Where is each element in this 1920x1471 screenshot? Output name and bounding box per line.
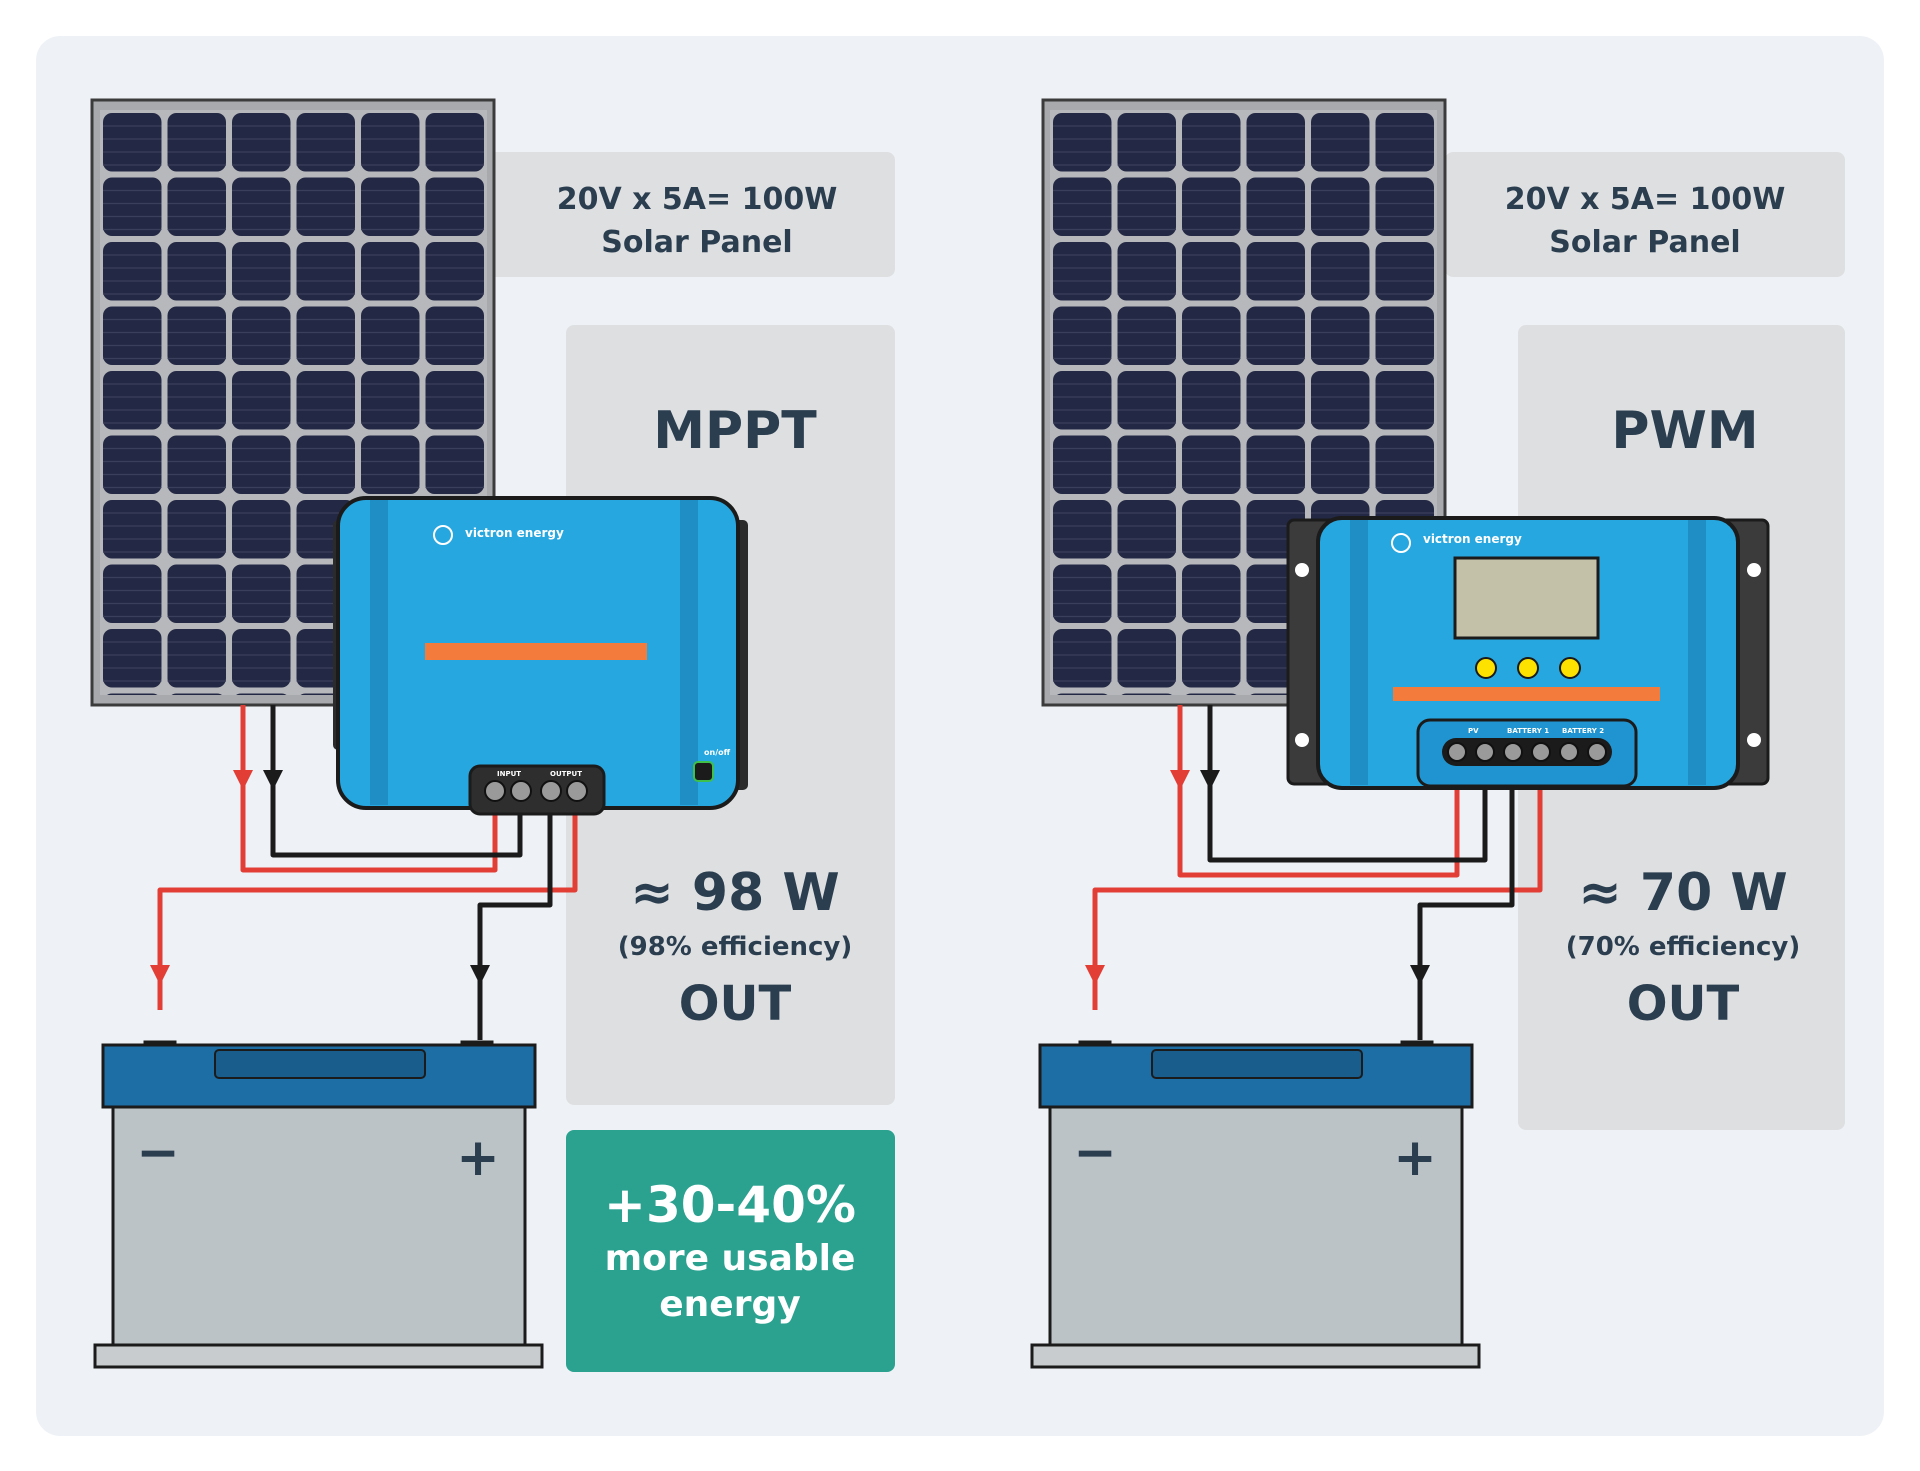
pwm-brand: victron energy <box>1423 532 1522 546</box>
right-arrow-pv-positive <box>1170 770 1190 790</box>
right-panel-label-box <box>1445 152 1845 277</box>
highlight-line3: energy <box>659 1284 800 1325</box>
left-arrow-pv-positive <box>233 770 253 790</box>
right-efficiency: (70% efficiency) <box>1566 932 1801 962</box>
left-efficiency: (98% efficiency) <box>618 932 853 962</box>
highlight-line1: +30-40% <box>604 1176 856 1234</box>
left-arrow-bat-positive <box>150 965 170 985</box>
mppt-brand: victron energy <box>465 526 564 540</box>
left-controller-title: MPPT <box>653 401 817 461</box>
right-battery-minus: − <box>1073 1123 1117 1183</box>
pwm-orange-stripe <box>1393 687 1660 701</box>
mppt-onoff-switch <box>693 761 714 782</box>
highlight-line2: more usable <box>605 1238 856 1279</box>
left-battery-plus: + <box>456 1128 500 1188</box>
right-controller-title: PWM <box>1611 401 1758 461</box>
pwm-logo-icon <box>1391 533 1411 553</box>
mppt-terminal-block <box>468 764 606 816</box>
right-out-label: OUT <box>1627 976 1740 1032</box>
right-panel-label-line2: Solar Panel <box>1549 225 1740 260</box>
pwm-led-1 <box>1475 657 1497 679</box>
left-battery-minus: − <box>136 1123 180 1183</box>
mppt-input-label: INPUT <box>497 770 521 778</box>
left-panel-label-line2: Solar Panel <box>601 225 792 260</box>
left-panel-label-box <box>485 152 895 277</box>
right-panel-label-line1: 20V x 5A= 100W <box>1505 182 1786 217</box>
right-battery-plus: + <box>1393 1128 1437 1188</box>
pwm-terminal-battery1: BATTERY 1 <box>1507 727 1549 735</box>
mppt-logo-icon <box>433 525 453 545</box>
left-output-watts: ≈ 98 W <box>630 863 840 923</box>
pwm-terminal-pv: PV <box>1468 727 1479 735</box>
mppt-orange-stripe <box>425 643 647 660</box>
mppt-switch-label: on/off <box>704 748 731 757</box>
right-arrow-pv-negative <box>1200 770 1220 790</box>
right-arrow-bat-positive <box>1085 965 1105 985</box>
mppt-output-label: OUTPUT <box>550 770 582 778</box>
pwm-terminal-battery2: BATTERY 2 <box>1562 727 1604 735</box>
left-out-label: OUT <box>679 976 792 1032</box>
right-output-watts: ≈ 70 W <box>1578 863 1788 923</box>
mppt-controller: victron energy on/off INPUT OUTPUT <box>333 496 748 816</box>
pwm-controller: victron energy PV BATTERY 1 BATTERY 2 <box>1286 516 1770 790</box>
left-battery: − + <box>93 1040 544 1369</box>
right-battery: − + <box>1030 1040 1481 1369</box>
pwm-led-2 <box>1517 657 1539 679</box>
left-arrow-bat-negative <box>470 965 490 985</box>
left-arrow-pv-negative <box>263 770 283 790</box>
pwm-lcd-screen <box>1453 556 1600 640</box>
pwm-led-3 <box>1559 657 1581 679</box>
highlight-box <box>566 1130 895 1372</box>
right-arrow-bat-negative <box>1410 965 1430 985</box>
left-panel-label-line1: 20V x 5A= 100W <box>557 182 838 217</box>
